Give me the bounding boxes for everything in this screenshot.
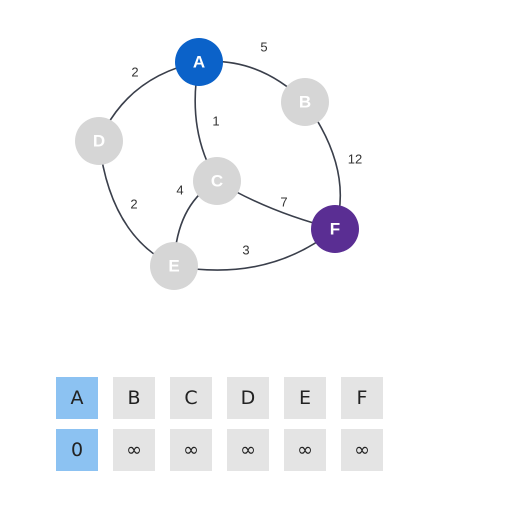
node-circle-f [311,205,359,253]
node-label-a: A [193,53,205,72]
edge-weight-a-d: 2 [131,64,138,79]
node-circle-c [193,157,241,205]
edge-weight-a-b: 5 [260,39,267,54]
node-circle-d [75,117,123,165]
edge-weight-d-e: 2 [130,196,137,211]
node-b: B [281,78,329,126]
distance-cell-b: ∞ [113,429,155,471]
node-circle-a [175,38,223,86]
node-c: C [193,157,241,205]
edge-e-f [173,228,336,271]
edge-weight-c-f: 7 [280,194,287,209]
header-cell-b: B [113,377,155,419]
distance-cell-c: ∞ [170,429,212,471]
node-d: D [75,117,123,165]
edge-labels-layer: 5 2 1 12 7 4 2 3 [130,39,362,257]
edge-weight-b-f: 12 [348,151,362,166]
distance-cell-a: 0 [56,429,98,471]
node-circle-b [281,78,329,126]
node-e: E [150,242,198,290]
graph-diagram: 5 2 1 12 7 4 2 3 A B C D E F [75,38,362,290]
node-label-d: D [93,132,105,151]
node-label-e: E [168,257,179,276]
edge-weight-a-c: 1 [212,113,219,128]
node-f: F [311,205,359,253]
distance-table: A B C D E F 0 ∞ ∞ ∞ ∞ ∞ [56,377,383,471]
header-cell-c: C [170,377,212,419]
distance-cell-d: ∞ [227,429,269,471]
header-cell-d: D [227,377,269,419]
nodes-layer: A B C D E F [75,38,359,290]
header-cell-e: E [284,377,326,419]
edge-weight-e-f: 3 [242,242,249,257]
node-label-f: F [330,220,340,239]
node-label-b: B [299,93,311,112]
distance-cell-f: ∞ [341,429,383,471]
edge-weight-c-e: 4 [176,182,183,197]
header-cell-f: F [341,377,383,419]
distance-cell-e: ∞ [284,429,326,471]
header-cell-a: A [56,377,98,419]
node-a: A [175,38,223,86]
node-circle-e [150,242,198,290]
node-label-c: C [211,172,223,191]
